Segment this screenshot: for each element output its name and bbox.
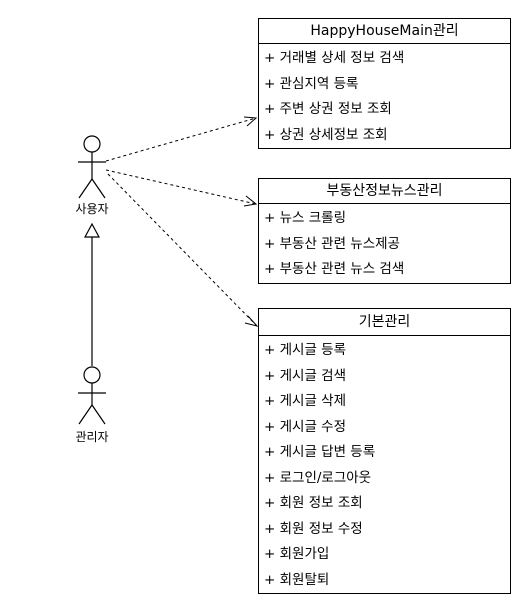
operation-item: + 회원 정보 수정 <box>264 520 363 537</box>
operation-item: + 게시글 등록 <box>264 342 346 358</box>
operation-item: + 부동산 관련 뉴스제공 <box>264 235 400 252</box>
operation-item: + 회원 정보 조회 <box>264 495 363 511</box>
class-box-basic: 기본관리 + 게시글 등록 + 게시글 검색 + 게시글 삭제 + 게시글 수정… <box>258 308 511 594</box>
dependency-user-basic <box>107 173 259 327</box>
operation-item: + 게시글 삭제 <box>264 393 346 409</box>
class-title: 기본관리 <box>259 309 510 336</box>
class-title: 부동산정보뉴스관리 <box>259 179 510 204</box>
class-box-happyhouse-main: HappyHouseMain관리 + 거래별 상세 정보 검색 + 관심지역 등… <box>258 18 511 149</box>
dependency-user-news <box>105 169 258 207</box>
operation-item: + 주변 상권 정보 조회 <box>264 101 392 117</box>
operation-item: + 게시글 답변 등록 <box>264 444 376 460</box>
user-actor-label: 사용자 <box>75 202 109 216</box>
class-box-news: 부동산정보뉴스관리 + 뉴스 크롤링 + 부동산 관련 뉴스제공 + 부동산 관… <box>258 178 511 284</box>
operation-item: + 뉴스 크롤링 <box>264 210 346 226</box>
user-actor-figure <box>78 135 106 199</box>
admin-actor-label: 관리자 <box>75 430 109 444</box>
operation-item: + 관심지역 등록 <box>264 75 359 92</box>
operation-item: + 거래별 상세 정보 검색 <box>264 50 405 66</box>
operation-item: + 게시글 검색 <box>264 367 346 384</box>
generalization-arrow <box>83 222 101 366</box>
operation-item: + 로그인/로그아웃 <box>264 469 372 486</box>
operation-item: + 게시글 수정 <box>264 418 346 435</box>
operation-item: + 부동산 관련 뉴스 검색 <box>264 261 405 277</box>
operation-item: + 회원가입 <box>264 546 330 562</box>
dependency-user-main <box>105 116 258 162</box>
class-title: HappyHouseMain관리 <box>259 19 510 44</box>
operation-item: + 회원탈퇴 <box>264 571 330 588</box>
operation-item: + 상권 상세정보 조회 <box>264 126 388 143</box>
admin-actor-figure <box>78 366 106 425</box>
